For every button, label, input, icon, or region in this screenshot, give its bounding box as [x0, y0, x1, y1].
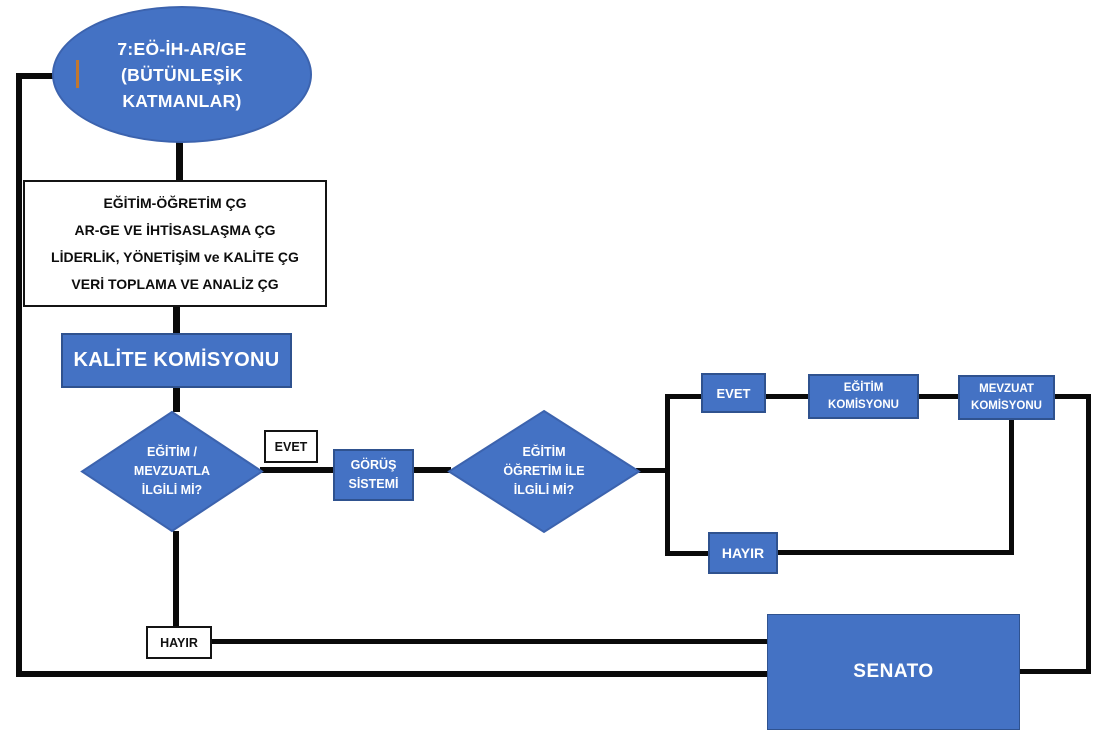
diamond-shape	[80, 410, 264, 533]
start-label-line1: 7:EÖ-İH-AR/GE	[117, 38, 247, 59]
node-senato: SENATO	[767, 614, 1020, 730]
connector-senato-right	[1019, 669, 1089, 674]
connector-loop-bottom	[16, 671, 767, 677]
working-group-item: LİDERLİK, YÖNETİŞİM ve KALİTE ÇG	[51, 248, 299, 265]
hayir-label: HAYIR	[721, 545, 765, 561]
connector-right-vertical	[1086, 394, 1091, 674]
decision2-line2: ÖĞRETİM İLE	[503, 464, 585, 478]
mevzuat-komisyonu-line1: MEVZUAT	[979, 382, 1034, 395]
connector-mevzuat-bottom-vertical	[1009, 419, 1014, 555]
connector-egitim-to-mevzuat	[919, 394, 959, 399]
evet-label: EVET	[716, 385, 751, 401]
connector-groups-to-kalite	[173, 307, 180, 334]
hayir-tag-text: HAYIR	[160, 635, 198, 650]
egitim-komisyonu-line2: KOMİSYONU	[828, 398, 899, 411]
node-egitim-komisyonu: EĞİTİM KOMİSYONU	[808, 374, 919, 419]
connector-junction-to-evet	[665, 394, 703, 399]
working-group-item: AR-GE VE İHTİSASLAŞMA ÇG	[74, 222, 276, 239]
start-label-line3: KATMANLAR)	[122, 90, 242, 111]
node-gorus-sistemi: GÖRÜŞ SİSTEMİ	[333, 449, 414, 501]
evet-tag-text: EVET	[274, 439, 308, 454]
node-evet: EVET	[701, 373, 766, 413]
node-start-ellipse: 7:EÖ-İH-AR/GE (BÜTÜNLEŞİK KATMANLAR)	[52, 6, 312, 143]
node-mevzuat-komisyonu: MEVZUAT KOMİSYONU	[958, 375, 1055, 420]
gorus-line1: GÖRÜŞ	[350, 458, 397, 472]
kalite-komisyonu-label: KALİTE KOMİSYONU	[73, 349, 280, 371]
connector-junction-to-hayir	[665, 551, 710, 556]
mevzuat-komisyonu-line2: KOMİSYONU	[971, 399, 1042, 412]
decision2-line3: İLGİLİ Mİ?	[513, 483, 575, 497]
connector-hayir-to-mevzuat	[778, 550, 1014, 555]
connector-loop-top	[16, 73, 58, 79]
connector-hayirtag-to-senato	[211, 639, 768, 644]
decision1-line1: EĞİTİM /	[147, 445, 197, 459]
connector-gorus-to-decision2	[413, 467, 451, 473]
start-label-line2: (BÜTÜNLEŞİK	[121, 64, 243, 85]
label-evet-tag: EVET	[264, 430, 318, 463]
connector-junction-vertical	[665, 394, 670, 556]
decision2-line1: EĞİTİM	[522, 445, 566, 459]
connector-decision1-to-hayirtag	[173, 531, 179, 627]
node-decision-egitim-ogretim: EĞİTİM ÖĞRETİM İLE İLGİLİ Mİ?	[447, 409, 641, 534]
egitim-komisyonu-line1: EĞİTİM	[843, 381, 884, 394]
gorus-line2: SİSTEMİ	[348, 477, 399, 491]
node-kalite-komisyonu: KALİTE KOMİSYONU	[61, 333, 292, 388]
senato-label: SENATO	[853, 661, 934, 682]
connector-kalite-to-decision1	[173, 387, 180, 412]
working-group-item: EĞİTİM-ÖĞRETİM ÇG	[103, 195, 247, 212]
working-group-item: VERİ TOPLAMA VE ANALİZ ÇG	[71, 275, 279, 292]
label-hayir-tag: HAYIR	[146, 626, 212, 659]
decision1-line3: İLGİLİ Mİ?	[141, 483, 203, 497]
connector-decision2-to-junction	[636, 468, 668, 473]
decision1-line2: MEVZUATLA	[133, 464, 211, 478]
connector-decision1-to-gorus	[260, 467, 335, 473]
node-hayir: HAYIR	[708, 532, 778, 574]
node-working-groups: EĞİTİM-ÖĞRETİM ÇG AR-GE VE İHTİSASLAŞMA …	[23, 180, 327, 307]
connector-loop-left-vertical	[16, 73, 22, 677]
node-decision-egitim-mevzuat: EĞİTİM / MEVZUATLA İLGİLİ Mİ?	[80, 410, 264, 533]
connector-start-to-groups	[176, 141, 183, 180]
diamond-shape	[447, 409, 641, 534]
connector-evet-to-egitim	[766, 394, 809, 399]
connector-mevzuat-right-stub	[1055, 394, 1091, 399]
text-cursor-mark	[76, 60, 79, 88]
